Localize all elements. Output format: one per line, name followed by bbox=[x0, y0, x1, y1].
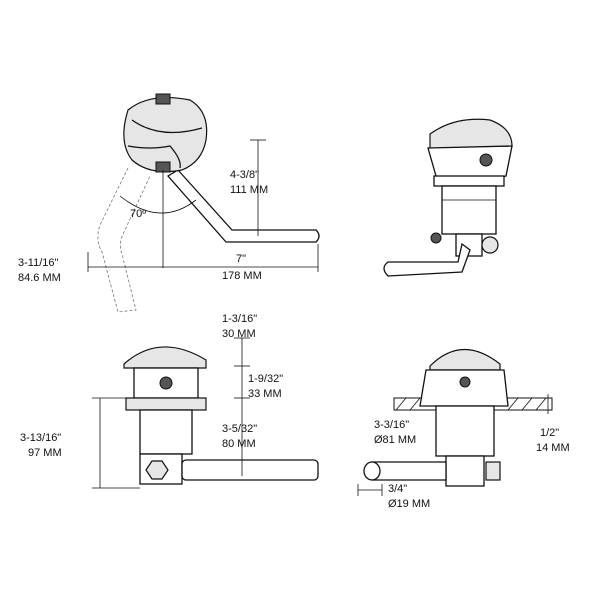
angle-arc bbox=[119, 195, 197, 214]
top-view: 70º 4-3/8" 111 MM 3-11/16" 84.6 MM 7" 17… bbox=[18, 93, 320, 313]
side-screw bbox=[459, 376, 471, 388]
spout-in-label: 3/4" bbox=[388, 483, 407, 495]
iso-nut bbox=[481, 236, 499, 254]
side-valve bbox=[445, 455, 485, 487]
body-in-label: 3-13/16" bbox=[20, 432, 61, 444]
cap-mm-label: 30 MM bbox=[222, 328, 256, 340]
iso-screw bbox=[479, 153, 493, 167]
cap-in-label: 1-3/16" bbox=[222, 313, 257, 325]
top-screw bbox=[155, 93, 171, 105]
iso-spout bbox=[383, 242, 471, 277]
side-view: 3-3/16" Ø81 MM 1/2" 14 MM 3/4" Ø19 MM bbox=[357, 348, 570, 510]
handle-in-label: 1-9/32" bbox=[248, 373, 283, 385]
front-cap bbox=[123, 346, 207, 369]
angle-label: 70º bbox=[130, 208, 146, 220]
front-body bbox=[139, 409, 193, 455]
front-flange bbox=[125, 397, 207, 411]
front-handle bbox=[133, 367, 199, 399]
front-hex-nut bbox=[145, 460, 169, 480]
iso-body bbox=[441, 185, 497, 235]
front-spout bbox=[181, 459, 319, 481]
length-mm-label: 178 MM bbox=[222, 270, 262, 282]
swung-spout-outline bbox=[97, 167, 151, 313]
offset-in-label: 3-11/16" bbox=[18, 257, 58, 269]
front-view: 1-3/16" 30 MM 1-9/32" 33 MM 3-13/16" 97 … bbox=[20, 313, 319, 489]
outlet-mm-label: 80 MM bbox=[222, 438, 256, 450]
iso-bolt bbox=[430, 232, 442, 244]
deck-mm-label: 14 MM bbox=[536, 442, 570, 454]
side-nut bbox=[485, 461, 501, 481]
spout-arm bbox=[166, 169, 320, 243]
side-cap bbox=[429, 348, 501, 371]
bore-mm-label: Ø81 MM bbox=[374, 434, 416, 446]
length-in-label: 7" bbox=[236, 253, 246, 265]
deck-in-label: 1/2" bbox=[540, 427, 559, 439]
offset-mm-label: 84.6 MM bbox=[18, 272, 61, 284]
side-body bbox=[435, 405, 495, 457]
handle-body bbox=[123, 96, 208, 173]
handle-crease bbox=[127, 145, 181, 169]
handle-ridge bbox=[131, 119, 203, 134]
body-mm-label: 97 MM bbox=[28, 447, 62, 459]
bore-in-label: 3-3/16" bbox=[374, 419, 409, 431]
spout-mm-label: Ø19 MM bbox=[388, 498, 430, 510]
isometric-view bbox=[383, 118, 513, 277]
iso-flange bbox=[433, 175, 505, 187]
side-handle bbox=[419, 369, 509, 407]
iso-cap bbox=[429, 118, 513, 151]
front-screw bbox=[159, 376, 173, 390]
outlet-in-label: 3-5/32" bbox=[222, 423, 257, 435]
height-in-label: 4-3/8" bbox=[230, 169, 259, 181]
spout-end bbox=[363, 461, 381, 481]
handle-mm-label: 33 MM bbox=[248, 388, 282, 400]
height-mm-label: 111 MM bbox=[230, 184, 268, 196]
